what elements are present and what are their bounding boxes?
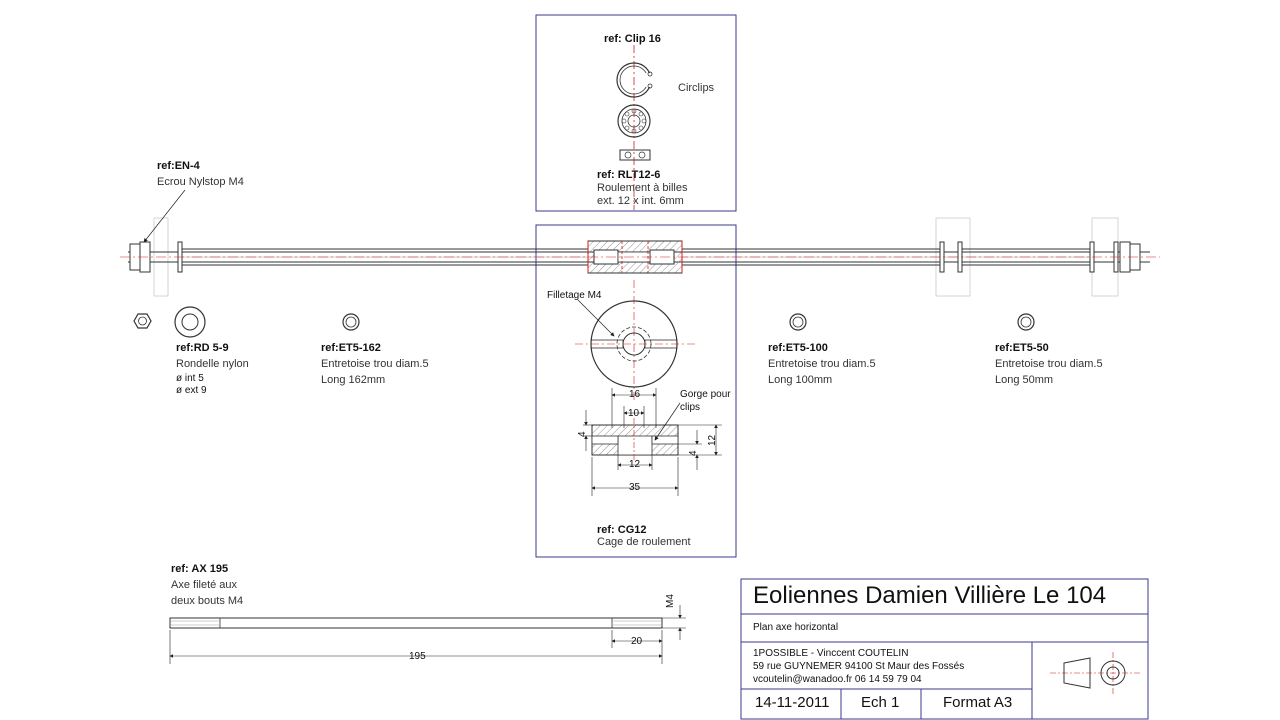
washer-name: Rondelle nylon xyxy=(176,358,249,370)
bearing-name: Roulement à billes xyxy=(597,182,688,194)
axle-desc-2: deux bouts M4 xyxy=(171,595,244,607)
spacer-100-ref: ref:ET5-100 xyxy=(768,342,828,354)
dim-4-top: 4 xyxy=(577,431,588,437)
dim-12-height: 12 xyxy=(707,434,718,446)
spacer-162-ref: ref:ET5-162 xyxy=(321,342,381,354)
dim-16: 16 xyxy=(629,389,641,400)
spacer-162-icon xyxy=(342,313,360,331)
spacer-50-icon xyxy=(1017,313,1035,331)
dim-4-bottom: 4 xyxy=(688,450,699,456)
groove-label: Gorge pour clips xyxy=(680,389,731,413)
clip-name: Circlips xyxy=(678,82,715,94)
spacer-162-length: Long 162mm xyxy=(321,374,386,386)
cage-front-view xyxy=(575,280,695,400)
spacer-162-name: Entretoise trou diam.5 xyxy=(321,358,429,370)
nut-name: Ecrou Nylstop M4 xyxy=(157,176,244,188)
axle-drawing xyxy=(169,617,663,629)
drawing-scale: Ech 1 xyxy=(861,694,900,711)
dim-35: 35 xyxy=(629,482,641,493)
clip-ref: ref: Clip 16 xyxy=(604,33,661,45)
company-contact: vcoutelin@wanadoo.fr 06 14 59 79 04 xyxy=(753,674,922,685)
hex-nut-icon xyxy=(133,313,152,329)
nut-ref: ref:EN-4 xyxy=(157,160,200,172)
dim-12-width: 12 xyxy=(629,459,641,470)
clip-bearing-frame xyxy=(535,14,737,212)
shaft-assembly xyxy=(120,217,1160,297)
thread-label: Filletage M4 xyxy=(547,290,602,301)
cage-frame xyxy=(535,224,737,558)
spacer-50-ref: ref:ET5-50 xyxy=(995,342,1049,354)
thread-leader xyxy=(577,299,615,337)
spacer-100-name: Entretoise trou diam.5 xyxy=(768,358,876,370)
projection-symbol-icon xyxy=(1050,652,1140,694)
dim-10: 10 xyxy=(628,408,640,419)
cage-section-view xyxy=(591,418,679,462)
spacer-50-length: Long 50mm xyxy=(995,374,1054,386)
company-address: 59 rue GUYNEMER 94100 St Maur des Fossés xyxy=(753,661,965,672)
spacer-100-length: Long 100mm xyxy=(768,374,833,386)
circlip-icon xyxy=(616,62,653,98)
washer-icon xyxy=(174,306,206,338)
washer-ref: ref:RD 5-9 xyxy=(176,342,229,354)
nut-leader xyxy=(143,189,186,243)
bearing-side-icon xyxy=(619,149,651,161)
dim-20: 20 xyxy=(631,636,643,647)
washer-int: ø int 5 xyxy=(176,373,204,384)
cage-name: Cage de roulement xyxy=(597,536,691,548)
dim-m4: M4 xyxy=(665,594,676,608)
cage-ref: ref: CG12 xyxy=(597,524,647,536)
dim-195: 195 xyxy=(409,651,426,662)
title-block-frame xyxy=(740,578,1149,720)
bearing-ref: ref: RLT12-6 xyxy=(597,169,661,181)
drawing-title: Eoliennes Damien Villière Le 104 xyxy=(753,582,1107,609)
company-name: 1POSSIBLE - Vinccent COUTELIN xyxy=(753,648,909,659)
drawing-date: 14-11-2011 xyxy=(755,694,830,711)
axle-ref: ref: AX 195 xyxy=(171,563,229,575)
axle-desc-1: Axe fileté aux xyxy=(171,579,238,591)
drawing-subtitle: Plan axe horizontal xyxy=(753,622,839,633)
washer-ext: ø ext 9 xyxy=(176,385,207,396)
axle-dimensions xyxy=(169,605,686,664)
bearing-front-icon xyxy=(617,104,651,138)
spacer-100-icon xyxy=(789,313,807,331)
cage-dimensions xyxy=(583,388,722,496)
spacer-50-name: Entretoise trou diam.5 xyxy=(995,358,1103,370)
groove-leader xyxy=(654,402,681,441)
drawing-format: Format A3 xyxy=(943,694,1013,711)
bearing-size: ext. 12 x int. 6mm xyxy=(597,195,684,207)
